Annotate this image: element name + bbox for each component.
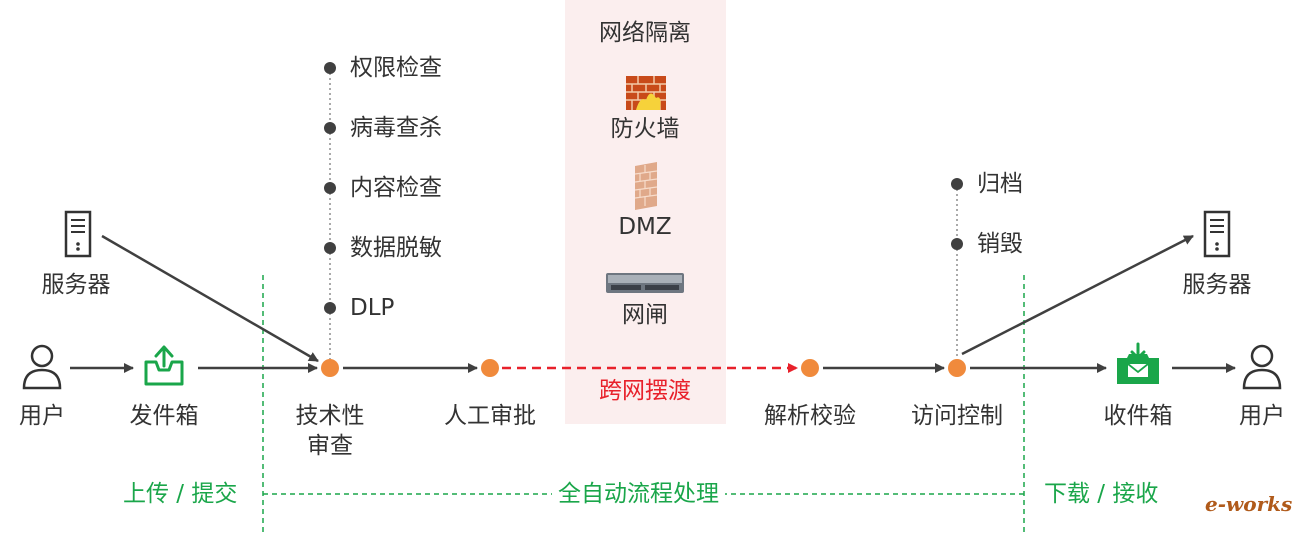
server-label-left: 服务器 [41, 272, 111, 298]
user-label-left: 用户 [19, 403, 65, 429]
zone-title: 网络隔离 [599, 20, 691, 46]
check-bullet [324, 302, 336, 314]
access-control-label: 访问控制 [911, 403, 1003, 429]
post-action-bullet [951, 178, 963, 190]
dmz-label: DMZ [618, 214, 672, 240]
arrow-access-server [961, 234, 1194, 356]
inbox-icon [1117, 342, 1159, 384]
post-action-archive: 归档 [977, 171, 1023, 197]
check-item-permission: 权限检查 [350, 55, 442, 81]
server-icon-left [64, 210, 92, 258]
dmz-wall-icon [634, 162, 658, 210]
check-bullet [324, 122, 336, 134]
gateway-device-icon [606, 273, 684, 293]
server-label-right: 服务器 [1182, 272, 1252, 298]
check-bullet [324, 242, 336, 254]
check-item-content: 内容检查 [350, 175, 442, 201]
outbox-icon [144, 345, 184, 386]
check-item-dlp: DLP [350, 295, 395, 321]
post-action-destroy: 销毁 [977, 231, 1023, 257]
gateway-label: 网闸 [622, 302, 668, 328]
post-action-bullet [951, 238, 963, 250]
node-parse-verify [801, 359, 819, 377]
node-tech-review [321, 359, 339, 377]
phase-auto: 全自动流程处理 [552, 479, 725, 509]
inbox-label: 收件箱 [1103, 403, 1173, 429]
check-item-antivirus: 病毒查杀 [350, 115, 442, 141]
check-bullet [324, 62, 336, 74]
cross-net-label: 跨网摆渡 [599, 378, 691, 404]
parse-verify-label: 解析校验 [764, 403, 856, 429]
arrow-server-review [101, 234, 319, 363]
user-icon-right [1242, 344, 1282, 390]
user-icon-left [22, 344, 62, 390]
manual-approval-label: 人工审批 [444, 403, 536, 429]
firewall-label: 防火墙 [610, 116, 680, 142]
network-isolation-zone [565, 0, 726, 424]
firewall-icon [626, 76, 666, 110]
outbox-label: 发件箱 [129, 403, 199, 429]
server-icon-right [1203, 210, 1231, 258]
phase-upload: 上传 / 提交 [117, 479, 244, 509]
phase-download: 下载 / 接收 [1038, 479, 1165, 509]
tech-review-label-line1: 技术性 [295, 403, 365, 429]
node-access-control [948, 359, 966, 377]
eworks-logo: e-works [1205, 492, 1293, 516]
tech-review-label-line2: 审查 [307, 433, 353, 459]
check-bullet [324, 182, 336, 194]
user-label-right: 用户 [1239, 403, 1285, 429]
check-item-masking: 数据脱敏 [350, 235, 442, 261]
node-manual-approval [481, 359, 499, 377]
